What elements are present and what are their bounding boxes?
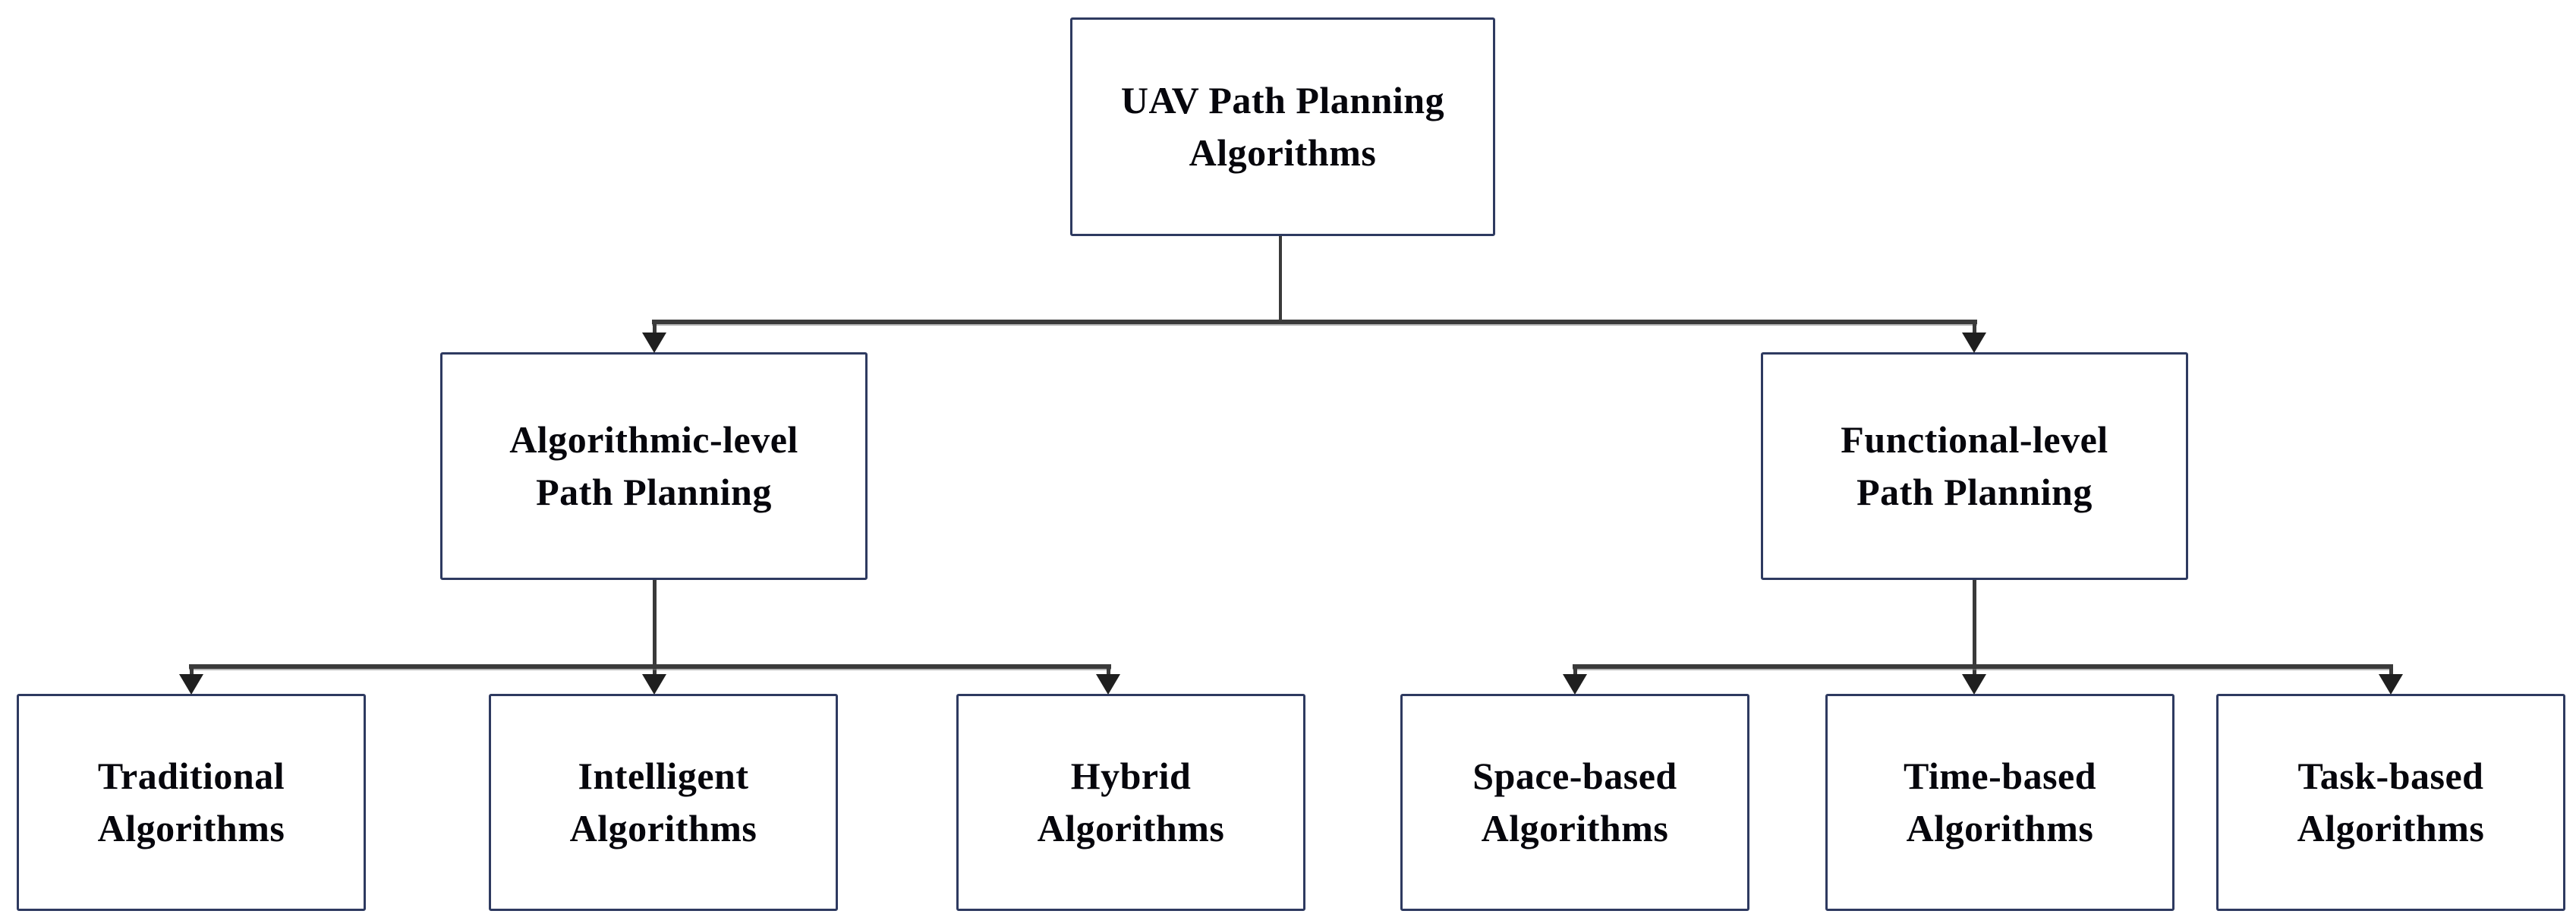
node-label: Algorithmic-level Path Planning — [509, 418, 798, 513]
node-label: Time-based Algorithms — [1903, 755, 2097, 849]
node-time-based-algorithms: Time-based Algorithms — [1825, 694, 2174, 911]
node-label: Functional-level Path Planning — [1841, 418, 2108, 513]
arrowhead-into-space-based — [1563, 674, 1587, 695]
arrowhead-into-traditional — [179, 674, 203, 695]
connector-drop-space-based — [1573, 667, 1577, 676]
node-label: Traditional Algorithms — [97, 755, 285, 849]
node-hybrid-algorithms: Hybrid Algorithms — [956, 694, 1305, 911]
arrowhead-into-intelligent — [642, 674, 666, 695]
connector-root-stem — [1279, 235, 1282, 323]
connector-drop-algorithmic — [653, 323, 657, 335]
connector-algorithmic-stem — [653, 580, 657, 674]
connector-drop-task-based — [2389, 667, 2393, 676]
arrowhead-into-task-based — [2379, 674, 2403, 695]
node-space-based-algorithms: Space-based Algorithms — [1400, 694, 1749, 911]
connector-drop-hybrid — [1107, 667, 1110, 676]
connector-functional-stem — [1973, 580, 1976, 674]
arrowhead-into-time-based — [1962, 674, 1986, 695]
connector-drop-traditional — [190, 667, 194, 676]
connector-right-rail — [1573, 664, 2393, 669]
node-label: Intelligent Algorithms — [569, 755, 757, 849]
arrowhead-into-algorithmic — [642, 333, 666, 353]
node-label: UAV Path Planning Algorithms — [1120, 79, 1445, 174]
node-label: Hybrid Algorithms — [1037, 755, 1225, 849]
connector-left-rail — [189, 664, 1111, 669]
node-label: Space-based Algorithms — [1472, 755, 1677, 849]
node-intelligent-algorithms: Intelligent Algorithms — [489, 694, 838, 911]
node-uav-path-planning-algorithms: UAV Path Planning Algorithms — [1070, 17, 1495, 236]
connector-drop-functional — [1973, 323, 1976, 335]
node-task-based-algorithms: Task-based Algorithms — [2216, 694, 2565, 911]
connector-level2-rail — [652, 320, 1977, 324]
node-label: Task-based Algorithms — [2297, 755, 2485, 849]
arrowhead-into-hybrid — [1096, 674, 1120, 695]
node-algorithmic-level-path-planning: Algorithmic-level Path Planning — [440, 352, 868, 580]
node-traditional-algorithms: Traditional Algorithms — [17, 694, 366, 911]
arrowhead-into-functional — [1962, 333, 1986, 353]
node-functional-level-path-planning: Functional-level Path Planning — [1761, 352, 2188, 580]
